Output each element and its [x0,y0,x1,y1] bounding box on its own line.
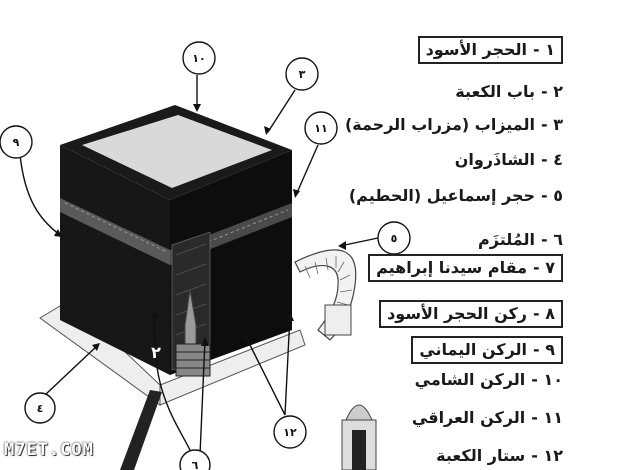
arrow-5 [338,241,346,250]
legend-item-number: ٢ - [541,82,563,101]
legend-item: ٧ - مقام سيدنا إبراهيم [368,254,563,282]
leader-4 [44,344,99,396]
legend-item-label: مقام سيدنا إبراهيم [376,258,528,277]
callout-4-circle [24,392,56,424]
legend-item: ٢ - باب الكعبة [455,80,563,104]
legend-item-number: ٨ - [533,304,555,323]
callout-6-label: ٦ [192,459,199,470]
callout-5-label: ٥ [391,232,398,245]
callout-10-label: ١٠ [192,52,205,65]
leader-2 [153,311,191,451]
legend-item: ٨ - ركن الحجر الأسود [379,300,563,328]
arrow-9 [54,229,62,237]
legend-item-label: الحجر الأسود [425,40,528,59]
legend-item-number: ١ - [533,40,555,59]
leader-6 [199,339,206,456]
kaaba-left-face [60,145,170,375]
maqam-core [352,430,366,470]
legend-item-label: الركن اليماني [419,340,528,359]
legend-item: ٥ - حجر إسماعيل (الحطيم) [349,184,563,208]
arrow-6 [201,337,209,346]
leader-11 [295,144,319,196]
leader-12 [244,314,291,416]
legend-item-number: ٤ - [541,150,563,169]
arrow-12a [242,332,249,341]
maqam-dome [345,404,373,421]
leader-5 [339,237,379,247]
legend-item: ٤ - الشاذَروان [455,148,563,172]
legend-item: ١ - الحجر الأسود [417,36,563,64]
legend-item: ٦ - المُلتزَم [478,228,563,252]
legend-item-number: ٣ - [541,115,563,134]
legend-item-number: ١٢ - [531,446,563,465]
callout-3-label: ٣ [299,68,306,81]
legend-item: ١٠ - الركن الشامي [415,368,563,392]
legend-item-number: ١٠ - [531,370,563,389]
callout-9-label: ٩ [13,136,20,149]
legend-item: ١٢ - ستار الكعبة [436,444,563,468]
callout-12-circle [273,415,307,449]
legend-item-number: ٩ - [533,340,555,359]
legend-item-label: حجر إسماعيل (الحطيم) [348,186,536,205]
legend-item: ٩ - الركن اليماني [411,336,563,364]
legend-item-number: ٦ - [541,230,563,249]
arrow-4 [92,343,100,351]
watermark: M7ET.COM [4,440,94,460]
door-pattern [175,243,207,336]
legend-item-label: الميزاب (مزراب الرحمة) [344,115,536,134]
legend-item: ١١ - الركن العراقي [412,406,563,430]
legend-item-label: ستار الكعبة [436,446,526,465]
legend-item-number: ٧ - [533,258,555,277]
callout-2-label: ٢ [151,343,161,362]
legend-item: ٣ - الميزاب (مزراب الرحمة) [345,113,563,137]
legend-item-label: المُلتزَم [478,230,536,249]
arrow-2 [151,309,159,318]
arrow-10 [193,104,201,112]
arrow-3 [264,126,271,135]
legend-item-label: الركن الشامي [414,370,526,389]
arrow-11 [293,189,300,198]
legend-item-label: الركن العراقي [411,408,526,427]
legend-item-number: ١١ - [531,408,563,427]
leader-9 [19,154,61,236]
callout-11-circle [304,111,338,145]
kiswa-belt-left [60,198,170,265]
kaaba-roof-inner [82,115,272,188]
post [120,390,162,470]
callout-6-circle [179,449,211,470]
callout-12-label: ١٢ [283,426,297,439]
legend-item-label: باب الكعبة [455,82,536,101]
legend-item-number: ٥ - [541,186,563,205]
callout-3-circle [285,57,319,91]
legend-item-label: ركن الحجر الأسود [387,304,528,323]
hijr-end-block [324,304,352,336]
callout-11-label: ١١ [314,122,327,135]
callout-9-circle [0,125,33,159]
arrow-12b [286,312,294,321]
shadharwan-base-right [159,329,306,406]
callout-4-label: ٤ [37,402,44,415]
leader-3 [267,89,296,133]
legend-item-label: الشاذَروان [454,150,536,169]
callout-10-circle [182,41,216,75]
